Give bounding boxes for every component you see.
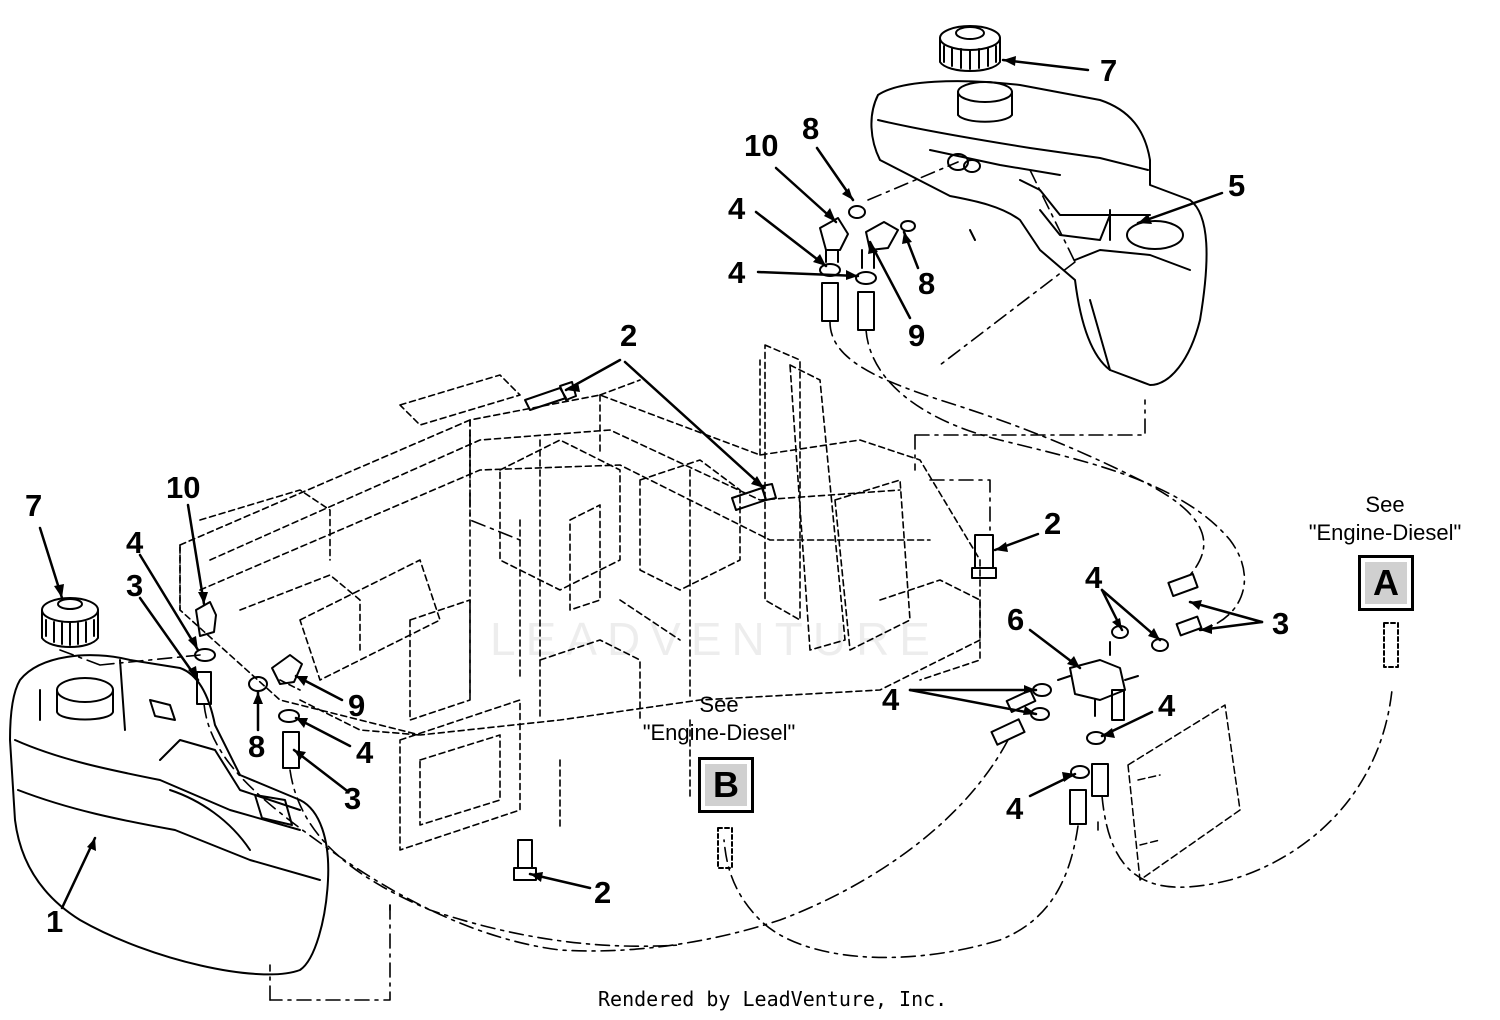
callout-3-right: 3 <box>1272 606 1290 641</box>
reference-b-see: See <box>699 692 739 717</box>
callout-7-left-cap: 7 <box>25 488 43 523</box>
callout-4-left: 4 <box>126 525 144 560</box>
callout-4-top-a: 4 <box>728 191 746 226</box>
top-fittings <box>819 153 981 331</box>
callout-4-top-b: 4 <box>728 255 746 290</box>
callout-2-right: 2 <box>1044 506 1062 541</box>
watermark: LEADVENTURE <box>490 613 940 665</box>
callout-5-right-tank: 5 <box>1228 168 1246 203</box>
callout-10-top: 10 <box>744 128 779 163</box>
right-fuel-cap <box>939 25 1001 72</box>
leader-lines <box>38 58 1264 910</box>
callout-9-left: 9 <box>348 688 366 723</box>
callout-8-left: 8 <box>248 729 266 764</box>
reference-a-see: See <box>1365 492 1405 517</box>
callout-7-right-cap: 7 <box>1100 53 1118 88</box>
callout-6-cross-fitting: 6 <box>1007 602 1025 637</box>
callout-4-upper-right: 4 <box>1085 560 1103 595</box>
left-fuel-cap <box>41 597 99 648</box>
callout-3-left: 3 <box>126 568 144 603</box>
callout-4-lower-right: 4 <box>1158 688 1176 723</box>
reference-b-label: See "Engine-Diesel" <box>614 691 824 746</box>
callout-2-top: 2 <box>620 318 638 353</box>
reference-a-letter: A <box>1365 562 1407 604</box>
reference-connectors <box>717 622 1399 869</box>
callout-4-middle: 4 <box>882 682 900 717</box>
cross-fitting <box>990 572 1203 825</box>
callout-9-top: 9 <box>908 318 926 353</box>
reference-a-target: "Engine-Diesel" <box>1308 519 1462 545</box>
callout-4-bottom: 4 <box>1006 791 1024 826</box>
footer-credit: Rendered by LeadVenture, Inc. <box>598 987 948 1011</box>
callout-3-left-bottom: 3 <box>344 781 362 816</box>
arrowheads <box>54 56 1212 882</box>
side-panel <box>1127 704 1241 881</box>
fuel-hoses <box>59 161 1393 1001</box>
callout-8-top: 8 <box>802 111 820 146</box>
bolts <box>513 381 997 881</box>
left-fuel-tank <box>9 654 330 976</box>
frame-assembly <box>179 344 981 851</box>
reference-b-box[interactable]: B <box>698 757 754 813</box>
reference-b-target: "Engine-Diesel" <box>642 719 796 745</box>
reference-b-letter: B <box>705 764 747 806</box>
callout-10-left: 10 <box>166 470 201 505</box>
callout-8-right: 8 <box>918 266 936 301</box>
reference-a-label: See "Engine-Diesel" <box>1280 491 1490 546</box>
callout-1-left-tank: 1 <box>46 904 64 939</box>
callout-2-bottom: 2 <box>594 875 612 910</box>
callout-4-left-bottom: 4 <box>356 735 374 770</box>
reference-a-box[interactable]: A <box>1358 555 1414 611</box>
